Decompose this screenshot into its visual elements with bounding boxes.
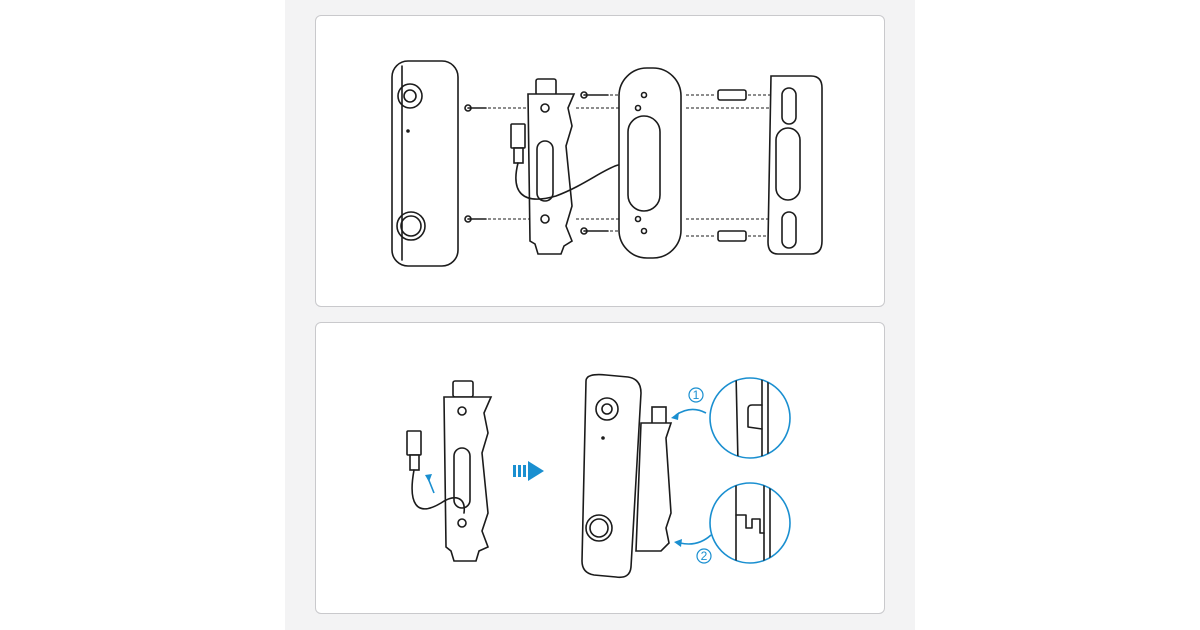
panel-exploded-view	[315, 15, 885, 307]
screws-left	[464, 104, 540, 223]
exploded-diagram	[391, 60, 823, 267]
doorbell-front	[391, 60, 459, 267]
back-plate	[618, 67, 682, 259]
doorbell-tilted	[581, 373, 642, 579]
detail-bottom-hook	[709, 482, 791, 564]
arrow-up-icon	[425, 474, 432, 482]
step-1-indicator: 1	[671, 387, 707, 420]
bracket-behind-doorbell	[635, 406, 673, 552]
direction-arrow-icon	[513, 461, 544, 481]
step-2-label: 2	[701, 549, 708, 563]
panel-attach-view: 1 2	[315, 322, 885, 614]
attach-diagram: 1 2	[406, 373, 791, 579]
step-2-indicator: 2	[674, 534, 712, 564]
detail-top-hook	[709, 377, 791, 459]
mounting-bracket	[510, 78, 643, 255]
mounting-bracket	[406, 380, 493, 562]
step-1-label: 1	[693, 388, 700, 402]
wall-template	[767, 75, 823, 255]
